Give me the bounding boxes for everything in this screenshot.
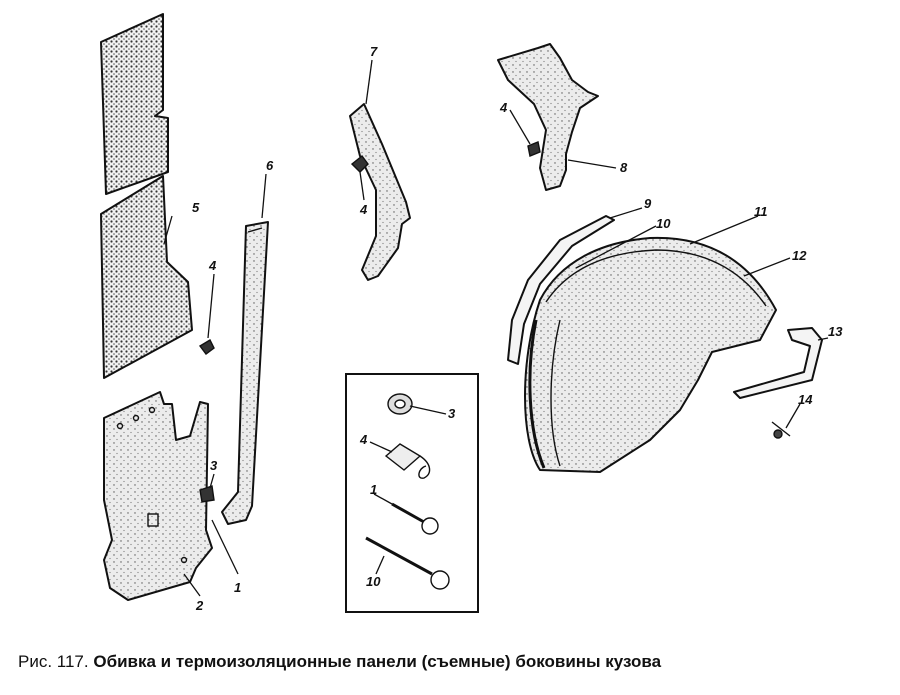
callout-4-inset: 4 — [359, 432, 368, 447]
pillar-trim — [349, 103, 411, 281]
callout-7: 7 — [370, 44, 378, 59]
callout-4-corner: 4 — [499, 100, 508, 115]
figure-title: Обивка и термоизоляционные панели (съемн… — [93, 652, 662, 671]
callout-4: 4 — [208, 258, 217, 273]
callout-3: 3 — [210, 458, 218, 473]
callout-10-inset: 10 — [366, 574, 381, 589]
callout-2: 2 — [195, 598, 204, 613]
clips — [198, 141, 541, 503]
callout-4-pillar: 4 — [359, 202, 368, 217]
leader-lines — [163, 59, 829, 597]
callout-11: 11 — [754, 204, 768, 219]
trim-strip-vertical — [221, 221, 269, 525]
wheel-arch-liner — [524, 236, 777, 473]
callout-10: 10 — [656, 216, 671, 231]
figure-number: Рис. 117. — [18, 652, 89, 671]
exploded-parts-diagram: 1 2 3 4 5 6 7 4 4 8 9 10 11 12 13 14 3 4… — [100, 13, 843, 613]
callout-9: 9 — [644, 196, 652, 211]
callout-numbers: 1 2 3 4 5 6 7 4 4 8 9 10 11 12 13 14 3 4… — [192, 44, 843, 613]
bracket — [733, 327, 823, 399]
callout-5: 5 — [192, 200, 200, 215]
seal-strip — [507, 215, 615, 365]
callout-3-inset: 3 — [448, 406, 456, 421]
callout-12: 12 — [792, 248, 807, 263]
callout-6: 6 — [266, 158, 274, 173]
callout-8: 8 — [620, 160, 628, 175]
figure-caption: Рис. 117. Обивка и термоизоляционные пан… — [18, 652, 888, 672]
callout-1: 1 — [234, 580, 241, 595]
trim-panel-lower — [103, 391, 213, 601]
screw — [771, 421, 791, 439]
callout-13: 13 — [828, 324, 843, 339]
callout-1-inset: 1 — [370, 482, 377, 497]
fasteners-inset — [345, 373, 479, 613]
corner-trim — [497, 43, 599, 191]
insulation-panel-upper — [100, 13, 193, 379]
callout-14: 14 — [798, 392, 813, 407]
